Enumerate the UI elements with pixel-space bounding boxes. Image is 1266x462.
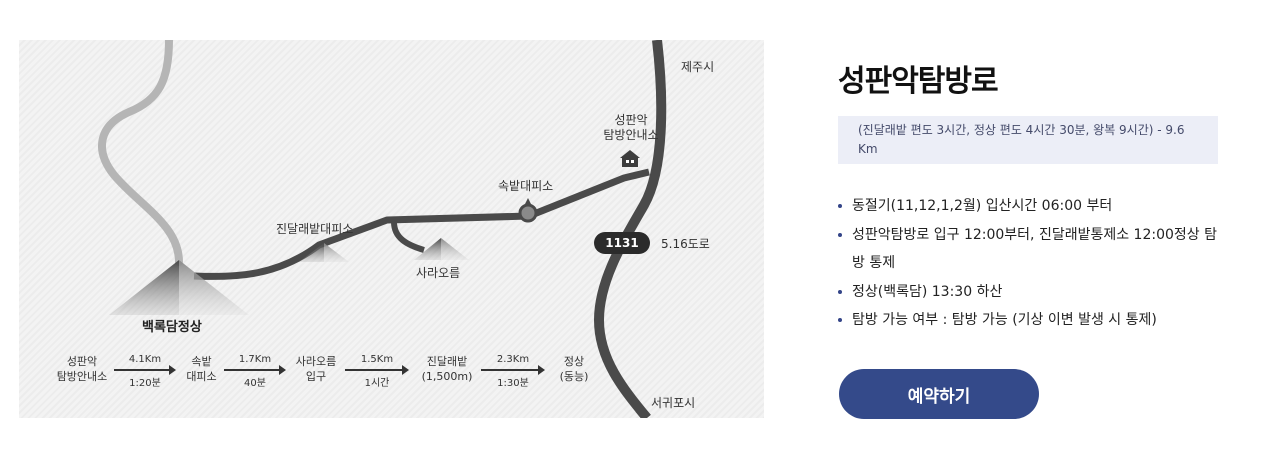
label-baengnokdam-summit: 백록담정상 (142, 320, 202, 335)
bullet-icon (838, 232, 842, 237)
step-summit: 정상 (동능) (559, 355, 589, 383)
label-jeju-si: 제주시 (681, 60, 715, 74)
notice-list: 동절기(11,12,1,2월) 입산시간 06:00 부터 성판악탐방로 입구 … (838, 192, 1228, 335)
label-seongpanak-center: 성판악 탐방안내소 (603, 113, 659, 142)
course-steps: 성판악 탐방안내소 4.1Km 1:20분 속밭 대피소 1.7Km 40분 사… (19, 352, 764, 392)
pin-marker-icon (518, 198, 538, 223)
list-item: 동절기(11,12,1,2월) 입산시간 06:00 부터 (838, 192, 1228, 221)
step-jindallaebat: 진달래밭 (1,500m) (421, 355, 473, 383)
bullet-icon (838, 289, 842, 294)
arrow-line (481, 369, 539, 371)
page-title: 성판악탐방로 (838, 64, 999, 99)
list-item: 성판악탐방로 입구 12:00부터, 진달래밭통제소 12:00정상 탐방 통제 (838, 221, 1228, 278)
trail-map: 제주시 성판악 탐방안내소 속밭대피소 진달래밭대피소 사라오름 백록담정상 1… (19, 40, 764, 418)
label-sara-oreum: 사라오름 (416, 266, 461, 280)
step-seongpanak: 성판악 탐방안내소 (56, 355, 108, 383)
segment-3: 1.5Km 1시간 (345, 352, 409, 392)
arrow-right-icon (169, 365, 176, 375)
step-sokbat: 속밭 대피소 (186, 355, 217, 383)
arrow-line (224, 369, 280, 371)
arrow-line (345, 369, 403, 371)
segment-1: 4.1Km 1:20분 (114, 352, 176, 392)
bullet-icon (838, 318, 842, 322)
reserve-button[interactable]: 예약하기 (839, 369, 1039, 419)
list-item: 정상(백록담) 13:30 하산 (838, 278, 1228, 307)
house-icon (620, 150, 640, 167)
segment-2: 1.7Km 40분 (224, 352, 286, 392)
list-item: 탐방 가능 여부 : 탐방 가능 (기상 이변 발생 시 통제) (838, 306, 1228, 335)
trail-info-panel: 성판악탐방로 (진달래밭 편도 3시간, 정상 편도 4시간 30분, 왕복 9… (838, 60, 1228, 335)
arrow-right-icon (538, 365, 545, 375)
arrow-right-icon (402, 365, 409, 375)
arrow-right-icon (279, 365, 286, 375)
label-jindallaebat-shelter: 진달래밭대피소 (276, 222, 354, 236)
trail-summary: (진달래밭 편도 3시간, 정상 편도 4시간 30분, 왕복 9시간) - 9… (838, 116, 1218, 164)
bullet-icon (838, 204, 842, 208)
step-sara-oreum: 사라오름 입구 (295, 355, 337, 383)
road-number-badge: 1131 (594, 232, 650, 254)
label-sokbat-shelter: 속밭대피소 (498, 179, 554, 193)
label-road-name: 5.16도로 (661, 237, 710, 251)
segment-4: 2.3Km 1:30분 (481, 352, 545, 392)
trail-map-graphic (98, 40, 667, 418)
arrow-line (114, 369, 170, 371)
label-seogwipo-si: 서귀포시 (651, 396, 696, 410)
